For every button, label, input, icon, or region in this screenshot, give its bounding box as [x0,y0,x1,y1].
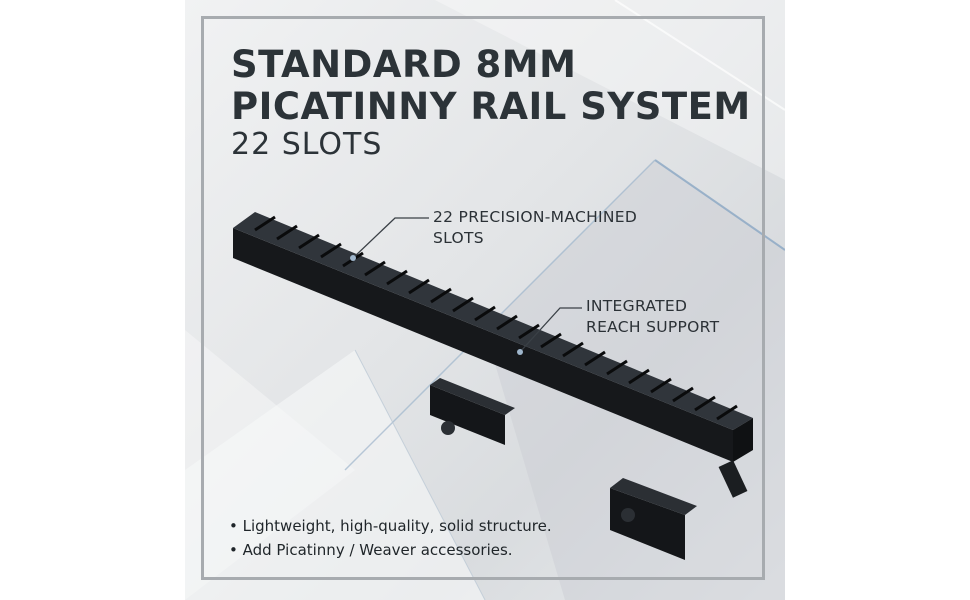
callout-precision-slots: 22 PRECISION-MACHINED SLOTS [433,207,637,249]
rail-side-face [233,228,733,462]
feature-item: Lightweight, high-quality, solid structu… [229,514,552,538]
callout-slots-line-2: SLOTS [433,229,484,247]
slot-count-subheadline: 22 SLOTS [231,127,383,162]
rear-mount-base [430,385,505,445]
product-panel: STANDARD 8MM PICATINNY RAIL SYSTEM 22 SL… [185,0,785,600]
rail-top-face [233,212,753,430]
picatinny-rail-illustration [233,212,753,560]
callout-reach-support: INTEGRATED REACH SUPPORT [586,296,719,338]
headline: STANDARD 8MM PICATINNY RAIL SYSTEM [231,44,751,128]
headline-line-1: STANDARD 8MM [231,43,577,86]
inner-frame [201,16,765,580]
callout-support-line-1: INTEGRATED [586,297,688,315]
front-mount-screw-icon [621,508,635,522]
callout-support-line-2: REACH SUPPORT [586,318,720,336]
feature-list: Lightweight, high-quality, solid structu… [229,514,552,562]
rear-mount-screw-icon [441,421,455,435]
clamp-knob [718,460,748,498]
support-leader-line [519,307,582,353]
headline-line-2: PICATINNY RAIL SYSTEM [231,85,751,128]
rail-slots [254,215,738,421]
callout-slots-line-1: 22 PRECISION-MACHINED [433,208,638,226]
front-mount-base [610,488,685,560]
slots-leader-line [352,217,429,259]
feature-item: Add Picatinny / Weaver accessories. [229,538,552,562]
